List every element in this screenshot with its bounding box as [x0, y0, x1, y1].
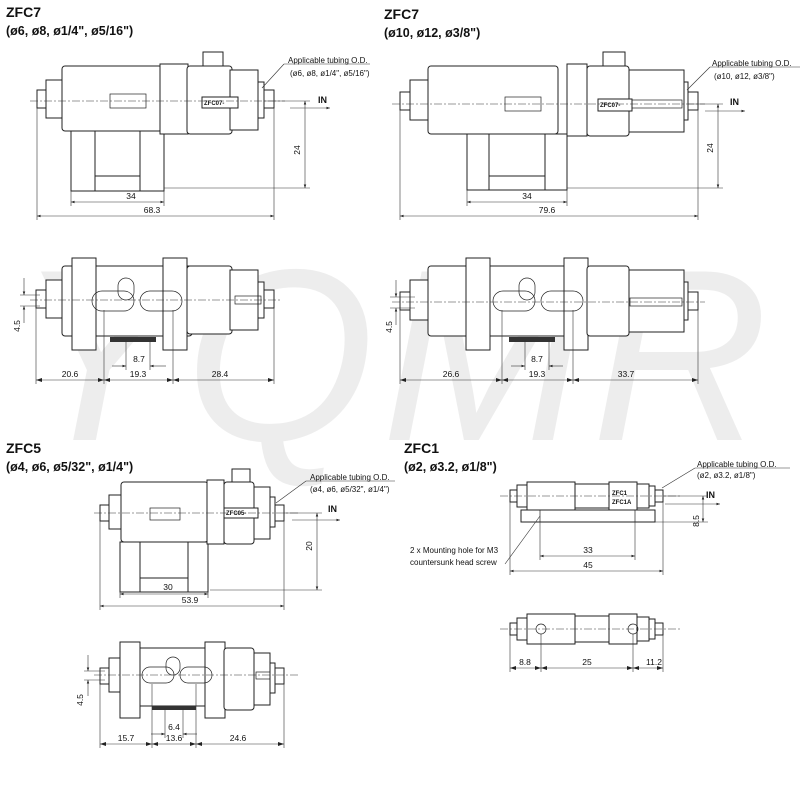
panel-title: ZFC1: [404, 440, 439, 456]
bottom-view: [30, 257, 280, 351]
mounting-note-line2: countersunk head screw: [410, 558, 497, 567]
panel-zfc7-small: ZFC7 (ø6, ø8, ø1/4", ø5/16") ZFC07- IN: [6, 4, 370, 384]
model-label: ZFC05-: [226, 511, 246, 517]
dim-mid: 25: [582, 657, 592, 667]
panel-title: ZFC7: [6, 4, 41, 20]
panel-subtitle: (ø4, ø6, ø5/32", ø1/4"): [6, 460, 133, 474]
panel-zfc5: ZFC5 (ø4, ø6, ø5/32", ø1/4") ZFC05- IN A…: [6, 440, 395, 748]
dim-slot: 4.5: [12, 320, 22, 332]
dim-gap: 8.7: [531, 354, 543, 364]
tubing-label: Applicable tubing O.D.: [288, 56, 368, 65]
watermark: YQMR: [16, 218, 775, 492]
dim-mount: 33: [583, 545, 593, 555]
dim-right: 33.7: [618, 369, 635, 379]
dim-slot: 4.5: [75, 694, 85, 706]
bottom-view: [94, 641, 300, 719]
bottom-view: [392, 257, 705, 351]
dim-left: 8.8: [519, 657, 531, 667]
dim-overall: 79.6: [539, 205, 556, 215]
dim-mid: 19.3: [130, 369, 147, 379]
dim-right: 28.4: [212, 369, 229, 379]
tubing-label: Applicable tubing O.D.: [712, 59, 792, 68]
tubing-sizes: (ø2, ø3.2, ø1/8"): [697, 471, 756, 480]
dim-left: 15.7: [118, 733, 135, 743]
flow-direction-label: IN: [328, 504, 337, 514]
dim-mount: 30: [163, 582, 173, 592]
flow-direction-label: IN: [318, 95, 327, 105]
model-label-top: ZFC1: [612, 491, 628, 497]
panel-subtitle: (ø2, ø3.2, ø1/8"): [404, 460, 497, 474]
side-view: ZFC1 ZFC1A: [500, 481, 680, 523]
dim-right: 24.6: [230, 733, 247, 743]
dim-overall: 68.3: [144, 205, 161, 215]
flow-direction-label: IN: [730, 97, 739, 107]
dim-mount: 34: [522, 191, 532, 201]
panel-subtitle: (ø10, ø12, ø3/8"): [384, 26, 480, 40]
side-view: ZFC05-: [94, 468, 300, 593]
dim-gap: 8.7: [133, 354, 145, 364]
panel-zfc1: ZFC1 (ø2, ø3.2, ø1/8") ZFC1 ZFC1A IN App…: [404, 440, 790, 672]
panel-subtitle: (ø6, ø8, ø1/4", ø5/16"): [6, 24, 133, 38]
dim-height: 24: [292, 145, 302, 155]
tubing-sizes: (ø10, ø12, ø3/8"): [714, 72, 775, 81]
flow-direction-label: IN: [706, 490, 715, 500]
dim-right: 11.2: [646, 657, 662, 667]
dim-left: 20.6: [62, 369, 79, 379]
dim-overall: 45: [583, 560, 593, 570]
side-view: ZFC07-: [392, 51, 705, 191]
panel-zfc7-large: ZFC7 (ø10, ø12, ø3/8") ZFC07- IN Applica…: [384, 6, 800, 384]
dim-mid: 13.6: [166, 733, 183, 743]
model-label: ZFC07-: [204, 101, 224, 107]
mounting-note-line1: 2 x Mounting hole for M3: [410, 546, 499, 555]
dim-left: 26.6: [443, 369, 460, 379]
bottom-view: [500, 613, 680, 645]
dim-overall: 53.9: [182, 595, 199, 605]
dim-mount: 34: [126, 191, 136, 201]
tubing-sizes: (ø4, ø6, ø5/32", ø1/4"): [310, 485, 390, 494]
dim-height: 20: [304, 541, 314, 551]
dim-height: 8.5: [691, 515, 701, 527]
dim-gap: 6.4: [168, 722, 180, 732]
model-label: ZFC07-: [600, 103, 620, 109]
dim-slot: 4.5: [384, 321, 394, 333]
panel-title: ZFC5: [6, 440, 41, 456]
tubing-label: Applicable tubing O.D.: [697, 460, 777, 469]
dim-height: 24: [705, 143, 715, 153]
tubing-label: Applicable tubing O.D.: [310, 473, 390, 482]
panel-title: ZFC7: [384, 6, 419, 22]
model-label-bottom: ZFC1A: [612, 500, 632, 506]
tubing-sizes: (ø6, ø8, ø1/4", ø5/16"): [290, 69, 370, 78]
side-view: ZFC07-: [30, 51, 285, 192]
dim-mid: 19.3: [529, 369, 546, 379]
